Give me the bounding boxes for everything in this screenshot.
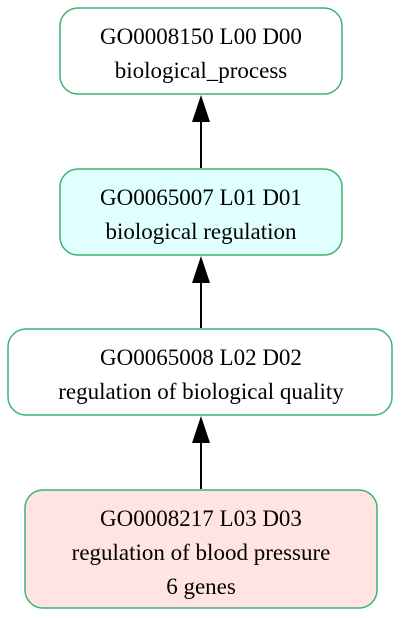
node-id-label: GO0008150 L00 D00 — [100, 24, 302, 49]
arrowhead-GO0065007 — [192, 256, 210, 283]
node-GO0008150[interactable]: GO0008150 L00 D00 biological_process — [59, 7, 343, 95]
node-box — [7, 328, 393, 416]
arrowhead-GO0065008 — [192, 416, 210, 443]
node-gene-count-label: 6 genes — [166, 574, 236, 599]
node-GO0065007[interactable]: GO0065007 L01 D01 biological regulation — [59, 168, 343, 256]
node-box — [59, 168, 343, 256]
node-term-label: regulation of blood pressure — [72, 540, 331, 565]
node-term-label: biological_process — [115, 58, 288, 83]
node-GO0008217[interactable]: GO0008217 L03 D03 regulation of blood pr… — [24, 489, 378, 609]
node-id-label: GO0065008 L02 D02 — [100, 345, 302, 370]
node-box — [59, 7, 343, 95]
node-id-label: GO0065007 L01 D01 — [100, 185, 302, 210]
node-term-label: regulation of biological quality — [58, 379, 344, 404]
arrowhead-GO0008150 — [192, 95, 210, 122]
edges — [192, 95, 210, 489]
node-box — [24, 489, 378, 609]
node-GO0065008[interactable]: GO0065008 L02 D02 regulation of biologic… — [7, 328, 393, 416]
node-id-label: GO0008217 L03 D03 — [100, 506, 302, 531]
node-term-label: biological regulation — [106, 219, 297, 244]
